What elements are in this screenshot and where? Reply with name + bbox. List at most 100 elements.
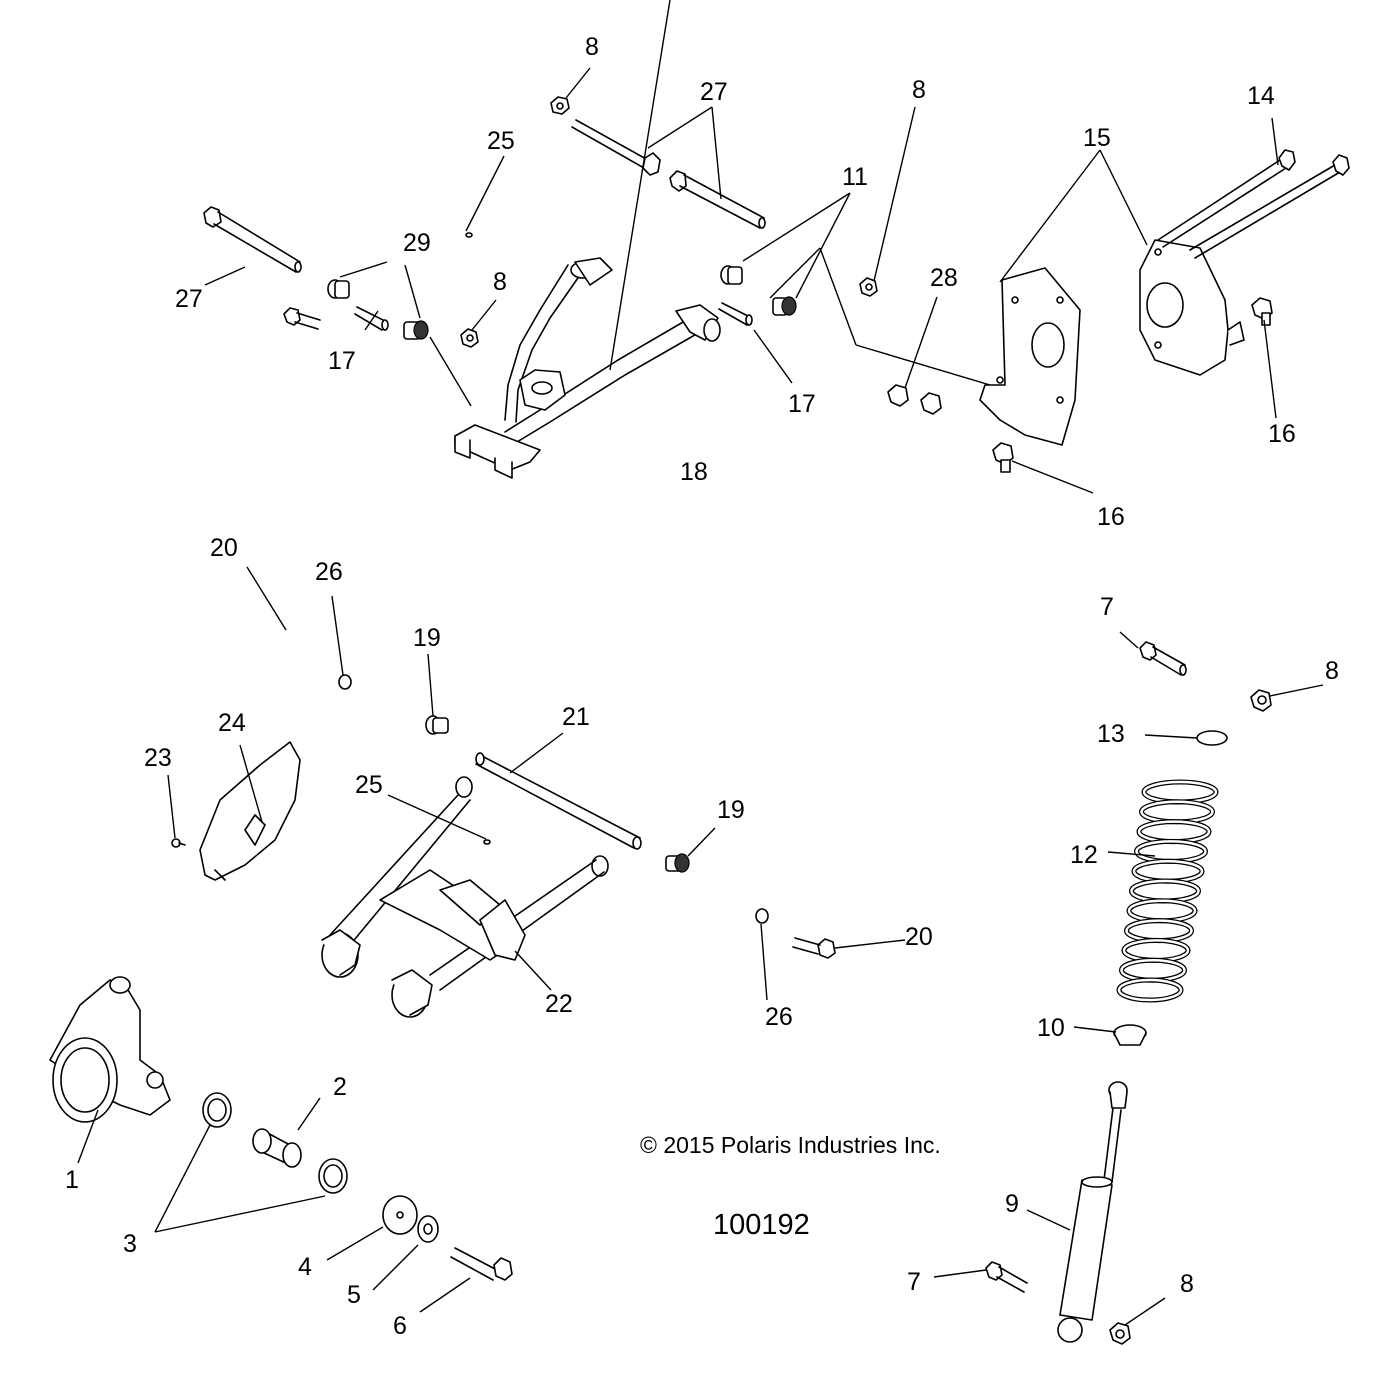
part-sleeve — [354, 306, 389, 331]
callout-10: 10 — [1037, 1014, 1065, 1042]
part-upper-a-arm — [454, 257, 721, 479]
part-bolt — [283, 307, 321, 330]
callout-18: 18 — [680, 458, 708, 486]
part-flange-bushing — [318, 1158, 348, 1194]
callout-29: 29 — [403, 229, 431, 257]
part-bolt-long — [669, 170, 766, 229]
part-spacer — [252, 1128, 302, 1168]
part-sleeve — [718, 302, 753, 326]
callout-12: 12 — [1070, 841, 1098, 869]
callout-4: 4 — [298, 1253, 312, 1281]
part-washer — [755, 908, 769, 924]
callout-23: 23 — [144, 744, 172, 772]
callout-20: 20 — [905, 923, 933, 951]
callout-5: 5 — [347, 1281, 361, 1309]
part-bushing — [772, 296, 797, 316]
drawing-number: 100192 — [713, 1209, 810, 1241]
part-nut — [460, 328, 479, 348]
part-screw — [171, 838, 186, 848]
part-bolt-short — [1251, 297, 1273, 326]
callout-11: 11 — [842, 163, 868, 191]
part-flange-nut — [887, 384, 942, 415]
spring-coil — [1132, 859, 1204, 883]
part-bolt-short — [992, 442, 1014, 473]
callout-21: 21 — [562, 703, 590, 731]
part-bushing — [403, 320, 429, 340]
part-mount-bracket — [979, 267, 1081, 446]
callout-17: 17 — [328, 347, 356, 375]
copyright-text: © 2015 Polaris Industries Inc. — [640, 1132, 941, 1158]
callout-8: 8 — [1325, 657, 1339, 685]
spring-coil — [1125, 919, 1193, 942]
part-washer-large — [382, 1195, 418, 1235]
part-bolt-long — [571, 119, 661, 176]
spring-coil — [1137, 820, 1211, 843]
callout-17: 17 — [788, 390, 816, 418]
callout-2: 2 — [333, 1073, 347, 1101]
callout-20: 20 — [210, 534, 238, 562]
callout-25: 25 — [487, 127, 515, 155]
spring-coil — [1120, 958, 1186, 982]
spring-coil — [1142, 780, 1218, 804]
spring-coil — [1127, 899, 1197, 923]
part-grease-fitting — [483, 839, 491, 845]
part-lower-a-arm — [321, 776, 609, 1018]
part-nut — [859, 277, 878, 297]
callout-9: 9 — [1005, 1190, 1019, 1218]
callout-27: 27 — [175, 285, 203, 313]
callout-28: 28 — [930, 264, 958, 292]
callout-labels: 8 27 25 8 11 15 14 27 29 8 17 17 28 16 1… — [65, 33, 1339, 1340]
callout-7: 7 — [907, 1268, 921, 1296]
part-bolt-long — [203, 206, 302, 273]
part-bolt — [792, 937, 836, 959]
callout-8: 8 — [585, 33, 599, 61]
callout-24: 24 — [218, 709, 246, 737]
callout-15: 15 — [1083, 124, 1111, 152]
part-knuckle — [49, 976, 171, 1123]
spring-coil — [1135, 840, 1207, 863]
callout-26: 26 — [315, 558, 343, 586]
part-bolt — [985, 1261, 1028, 1293]
callout-25: 25 — [355, 771, 383, 799]
spring-coil — [1140, 800, 1214, 824]
callout-8: 8 — [1180, 1270, 1194, 1298]
callout-14: 14 — [1247, 82, 1275, 110]
part-nut — [550, 96, 570, 115]
part-grease-fitting — [465, 232, 473, 238]
leader-lines — [77, 0, 1324, 1326]
spring-coil — [1122, 939, 1190, 962]
part-spring-seat — [1113, 1024, 1147, 1046]
callout-22: 22 — [545, 990, 573, 1018]
spring-coil — [1130, 879, 1200, 903]
part-bushing — [665, 853, 690, 873]
callout-8: 8 — [493, 268, 507, 296]
part-pivot-tube — [475, 752, 642, 850]
callout-13: 13 — [1097, 720, 1125, 748]
part-bolt — [450, 1247, 513, 1281]
part-nut — [1250, 689, 1272, 712]
callout-1: 1 — [65, 1166, 79, 1194]
callout-19: 19 — [413, 624, 441, 652]
callout-27: 27 — [700, 78, 728, 106]
callout-19: 19 — [717, 796, 745, 824]
part-a-arm-guard — [199, 741, 301, 881]
part-washer — [338, 674, 352, 690]
callout-6: 6 — [393, 1312, 407, 1340]
callout-26: 26 — [765, 1003, 793, 1031]
part-washer — [417, 1215, 439, 1243]
part-bolt — [1139, 641, 1187, 676]
part-shock-absorber — [1057, 1081, 1128, 1343]
part-nut — [1109, 1322, 1131, 1345]
part-bolt-long — [1189, 154, 1350, 259]
callout-7: 7 — [1100, 593, 1114, 621]
part-bushing — [425, 715, 449, 735]
part-flange-bushing — [202, 1092, 232, 1128]
part-spring-retainer — [1196, 730, 1228, 746]
callout-3: 3 — [123, 1230, 137, 1258]
part-coil-spring — [1116, 779, 1219, 1003]
part-mount-bracket — [1139, 239, 1245, 376]
part-bushing — [720, 265, 743, 285]
callout-16: 16 — [1268, 420, 1296, 448]
spring-coil — [1117, 978, 1183, 1002]
